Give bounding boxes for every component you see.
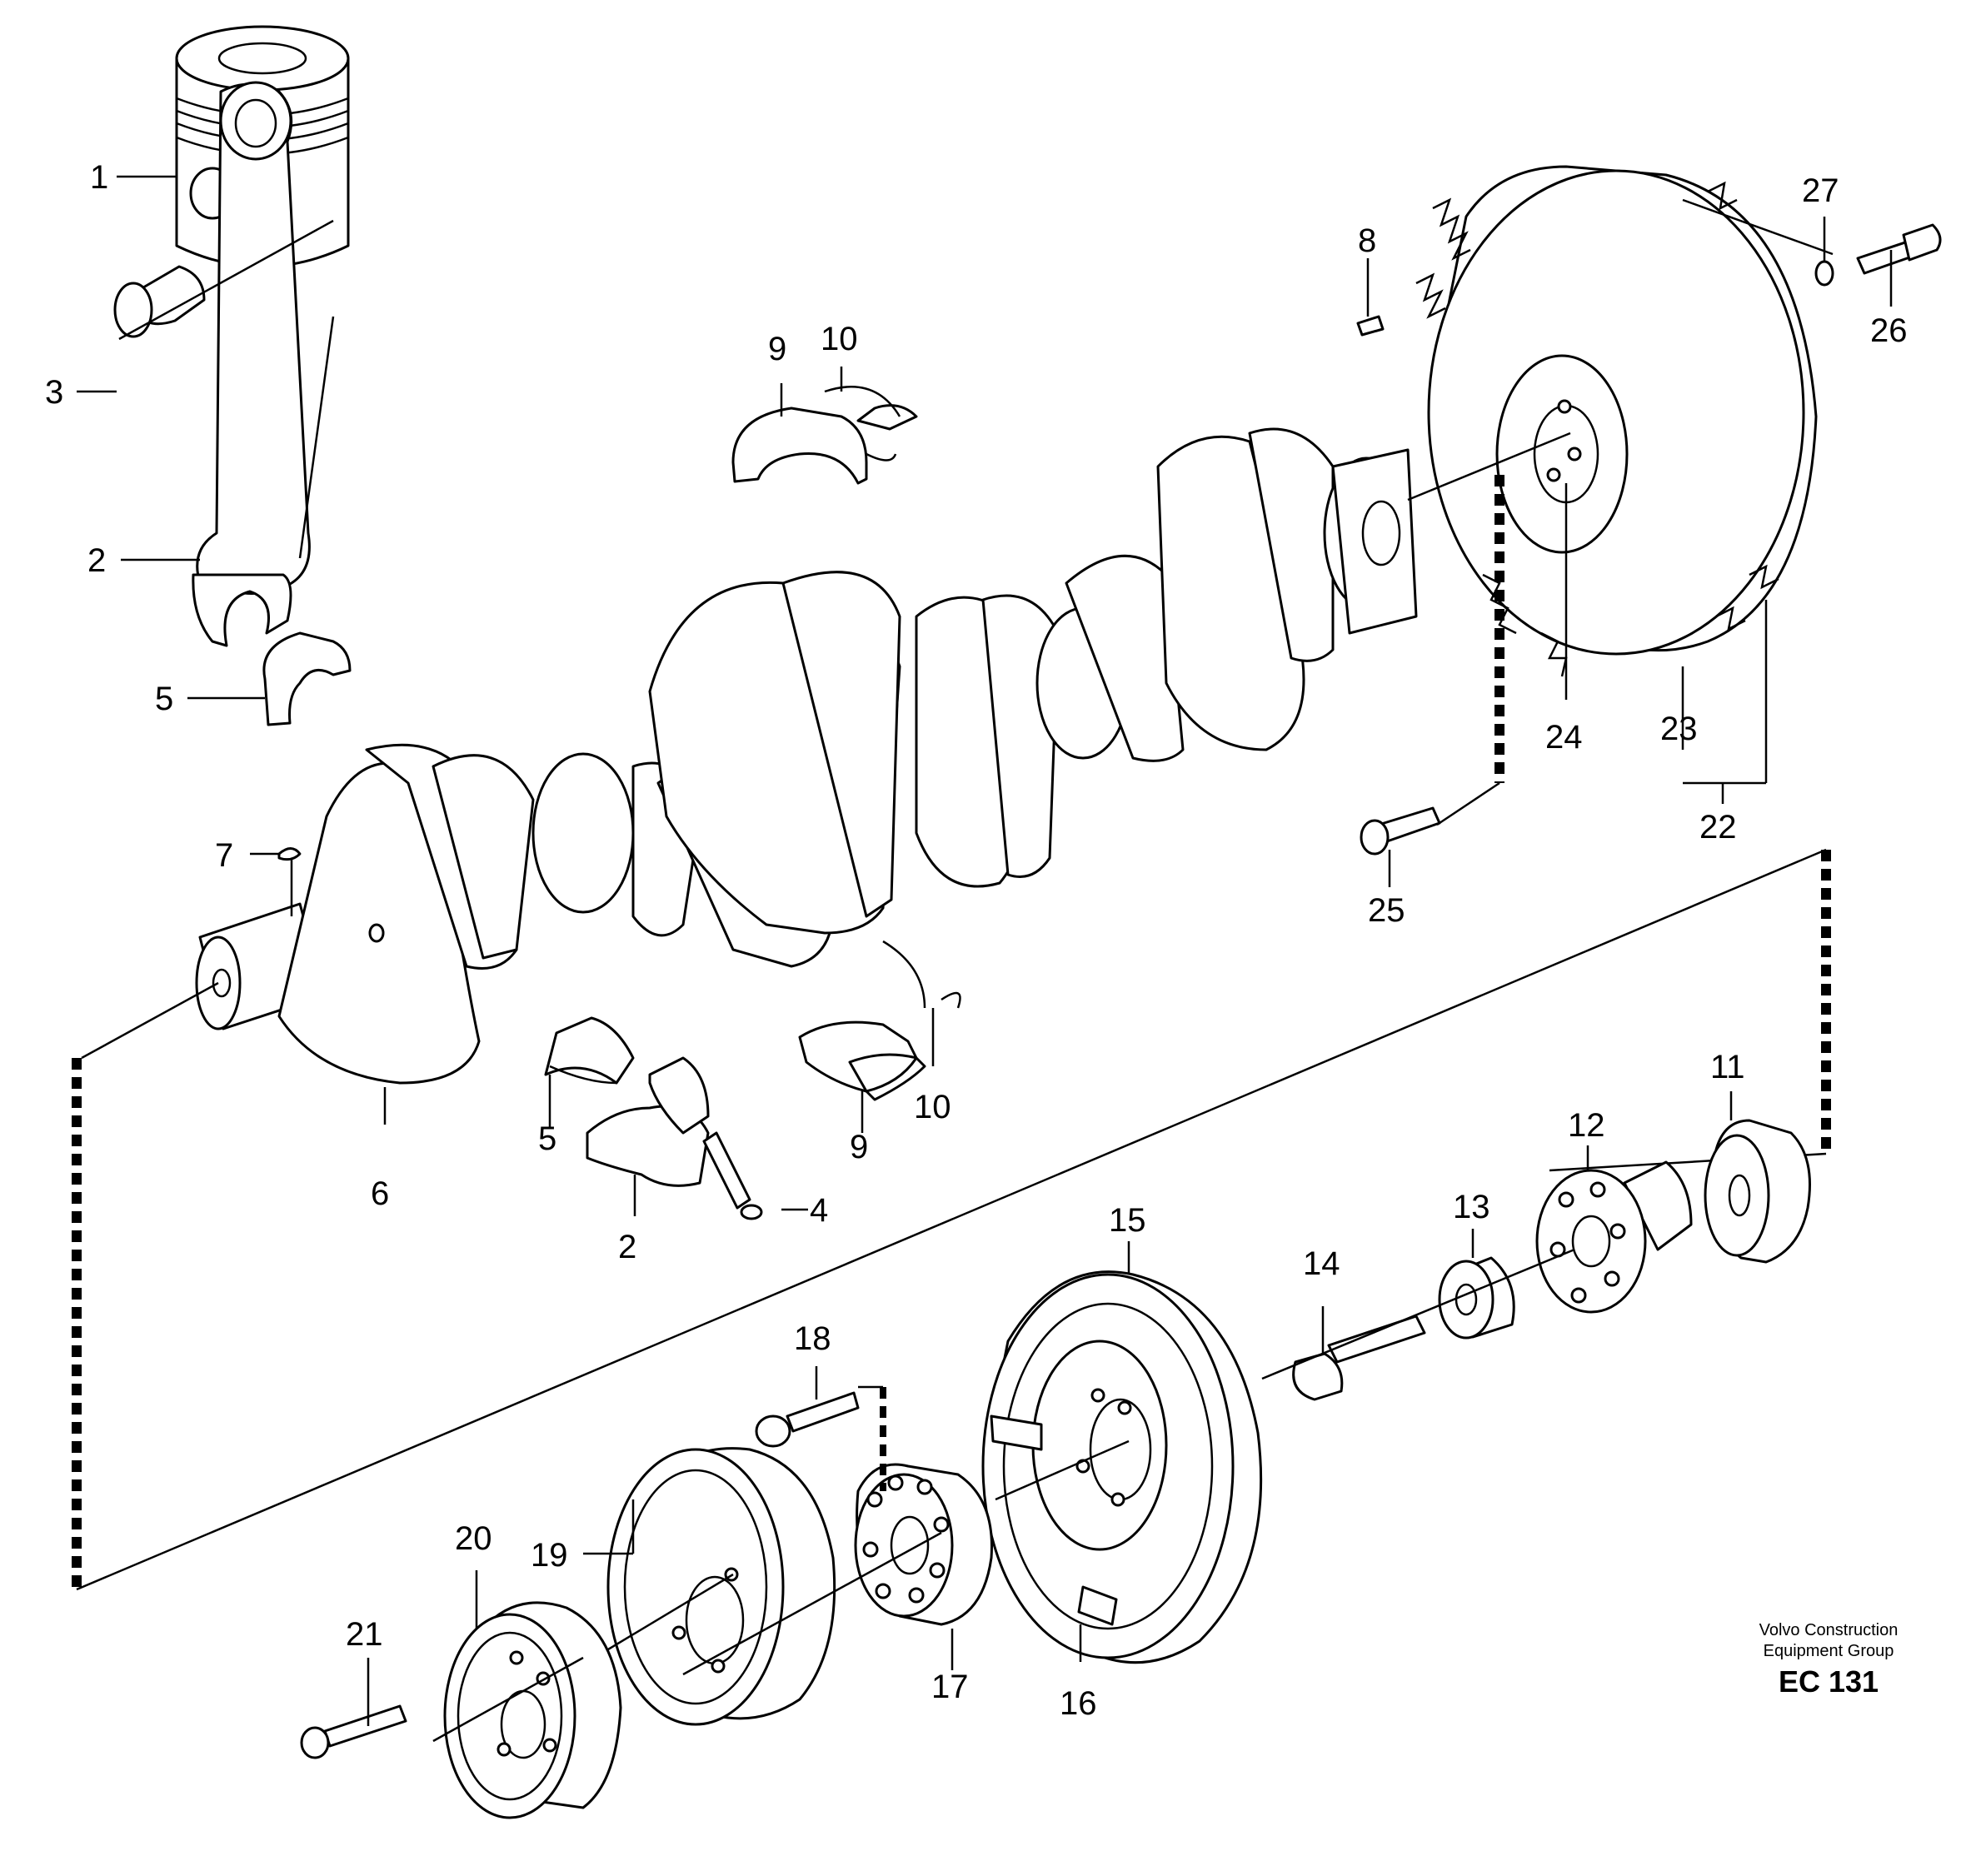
rod-bearing-upper	[262, 631, 352, 726]
callout-leaders	[77, 175, 1893, 1726]
pulley-19	[586, 1447, 942, 1726]
callout-10-upper: 10	[821, 321, 858, 357]
rod-cap	[586, 1056, 710, 1187]
callout-9-upper: 9	[768, 331, 786, 367]
main-bearing-upper	[731, 386, 918, 485]
callout-8: 8	[1358, 222, 1376, 259]
callout-19: 19	[531, 1537, 568, 1574]
callout-12: 12	[1568, 1107, 1605, 1144]
hub	[1535, 1160, 1693, 1314]
bolt-21	[300, 1704, 407, 1759]
dashed-connectors	[72, 475, 1831, 1591]
publisher-credit-line-2: Equipment Group	[1763, 1642, 1894, 1660]
flywheel-gear	[1407, 165, 1834, 677]
callout-10-lower: 10	[914, 1089, 951, 1125]
callout-5-lower: 5	[538, 1120, 556, 1157]
vibration-damper	[981, 1270, 1263, 1664]
callout-2-upper: 2	[87, 542, 106, 579]
main-bearing-lower	[798, 940, 961, 1101]
crank-gear	[1704, 1119, 1811, 1264]
key	[277, 847, 302, 861]
adapter-ring	[854, 1463, 993, 1626]
callout-24: 24	[1545, 719, 1583, 756]
callout-17: 17	[931, 1669, 969, 1705]
callout-15: 15	[1109, 1202, 1146, 1239]
washer-13	[1438, 1256, 1515, 1340]
callout-14: 14	[1303, 1245, 1340, 1282]
callout-23: 23	[1660, 711, 1698, 747]
callout-2-lower: 2	[618, 1229, 636, 1265]
crankshaft	[81, 427, 1418, 1085]
dowel-pin	[1356, 315, 1385, 337]
rod-bearing-lower	[544, 1016, 635, 1085]
rod-bolt	[702, 1131, 763, 1220]
callout-9-lower: 9	[850, 1129, 868, 1165]
callout-26: 26	[1870, 312, 1908, 349]
pulley-20	[432, 1601, 622, 1819]
callout-18: 18	[794, 1320, 831, 1357]
callout-20: 20	[455, 1520, 492, 1557]
bolt-25	[1360, 806, 1441, 856]
callout-25: 25	[1368, 892, 1405, 929]
bolt-18	[755, 1385, 886, 1491]
connecting-rod	[192, 81, 335, 647]
callout-13: 13	[1453, 1189, 1490, 1225]
callout-3: 3	[45, 374, 63, 411]
callout-5-upper: 5	[155, 681, 173, 717]
callout-7: 7	[215, 837, 233, 874]
diagram-code: EC 131	[1778, 1664, 1879, 1699]
bolt-26	[1814, 223, 1942, 287]
callout-11: 11	[1710, 1049, 1745, 1085]
bolt-14	[1261, 1248, 1575, 1401]
piston-pin	[113, 219, 334, 341]
callout-27: 27	[1802, 172, 1839, 209]
publisher-credit-line-1: Volvo Construction	[1759, 1621, 1899, 1639]
callout-1: 1	[90, 159, 108, 196]
callout-16: 16	[1060, 1685, 1097, 1722]
callout-6: 6	[371, 1175, 389, 1212]
callout-22: 22	[1699, 809, 1737, 846]
callout-labels: 1 2 2 3 4 5 5 6 7 8 9 9 10 10 11 12 13 1…	[45, 159, 1908, 1722]
callout-21: 21	[346, 1616, 383, 1653]
callout-4: 4	[810, 1192, 828, 1229]
